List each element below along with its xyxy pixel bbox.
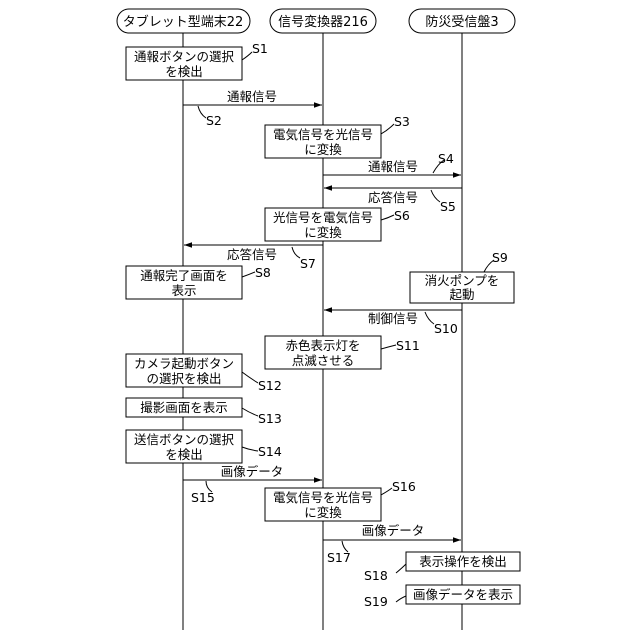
message-label-s7: 応答信号 <box>227 247 277 262</box>
step-label-s9: S9 <box>492 250 508 265</box>
step-label-s10: S10 <box>434 321 458 336</box>
box-text: 起動 <box>449 287 474 302</box>
participant-tablet-label: タブレット型端末22 <box>123 14 244 30</box>
process-box-s13: 撮影画面を表示 <box>126 398 242 417</box>
step-label-s14: S14 <box>258 444 282 459</box>
box-text: 光信号を電気信号 <box>273 210 373 225</box>
step-label-s12: S12 <box>258 378 282 393</box>
box-text: 通報ボタンの選択 <box>134 49 235 64</box>
message-label-s2: 通報信号 <box>227 89 277 104</box>
box-text: 送信ボタンの選択 <box>134 432 235 447</box>
step-label-s1: S1 <box>252 41 268 56</box>
participant-converter: 信号変換器216 <box>270 9 376 33</box>
box-text: 電気信号を光信号 <box>273 490 373 505</box>
participant-receiver: 防災受信盤3 <box>409 9 515 33</box>
step-label-s11: S11 <box>396 338 420 353</box>
process-box-s1: 通報ボタンの選択 を検出 <box>126 47 242 80</box>
process-box-s19: 画像データを表示 <box>406 585 520 604</box>
step-label-s15: S15 <box>191 490 215 505</box>
box-text: 通報完了画面を <box>140 268 228 283</box>
step-label-s16: S16 <box>392 479 416 494</box>
message-label-s15: 画像データ <box>221 464 284 479</box>
participant-tablet: タブレット型端末22 <box>117 9 250 33</box>
box-text: カメラ起動ボタン <box>134 356 234 371</box>
box-text: に変換 <box>304 505 342 520</box>
process-box-s12: カメラ起動ボタン の選択を検出 <box>126 354 242 387</box>
box-text: 点滅させる <box>292 353 355 368</box>
box-text: 撮影画面を表示 <box>140 400 228 415</box>
step-label-s19: S19 <box>364 594 388 609</box>
box-text: に変換 <box>304 225 342 240</box>
participant-receiver-label: 防災受信盤3 <box>425 14 498 30</box>
process-box-s6: 光信号を電気信号 に変換 <box>265 208 381 241</box>
step-label-s7: S7 <box>300 256 316 271</box>
process-box-s11: 赤色表示灯を 点滅させる <box>265 336 381 369</box>
step-label-s4: S4 <box>438 151 454 166</box>
box-text: 消火ポンプを <box>425 273 500 288</box>
step-label-s6: S6 <box>394 208 410 223</box>
step-label-s8: S8 <box>255 265 271 280</box>
box-text: 画像データを表示 <box>413 587 513 602</box>
box-text: 電気信号を光信号 <box>273 127 373 142</box>
step-label-s3: S3 <box>394 114 410 129</box>
process-box-s8: 通報完了画面を 表示 <box>126 266 242 299</box>
process-box-s18: 表示操作を検出 <box>406 552 520 571</box>
process-box-s14: 送信ボタンの選択 を検出 <box>126 430 242 463</box>
box-text: 表示操作を検出 <box>419 554 507 569</box>
box-text: の選択を検出 <box>146 371 221 386</box>
step-label-s2: S2 <box>206 113 222 128</box>
process-box-s3: 電気信号を光信号 に変換 <box>265 125 381 158</box>
message-label-s4: 通報信号 <box>368 159 418 174</box>
participant-converter-label: 信号変換器216 <box>278 14 368 30</box>
message-label-s5: 応答信号 <box>368 190 418 205</box>
message-label-s17: 画像データ <box>362 523 425 538</box>
step-label-s17: S17 <box>327 550 351 565</box>
message-label-s10: 制御信号 <box>368 311 418 326</box>
box-text: を検出 <box>165 447 203 462</box>
box-text: に変換 <box>304 142 342 157</box>
box-text: 表示 <box>171 283 196 298</box>
step-label-s13: S13 <box>258 411 282 426</box>
box-text: を検出 <box>165 64 203 79</box>
process-box-s16: 電気信号を光信号 に変換 <box>265 488 381 521</box>
step-label-s18: S18 <box>364 568 388 583</box>
step-label-s5: S5 <box>440 199 456 214</box>
process-box-s9: 消火ポンプを 起動 <box>410 272 514 303</box>
box-text: 赤色表示灯を <box>285 338 360 353</box>
